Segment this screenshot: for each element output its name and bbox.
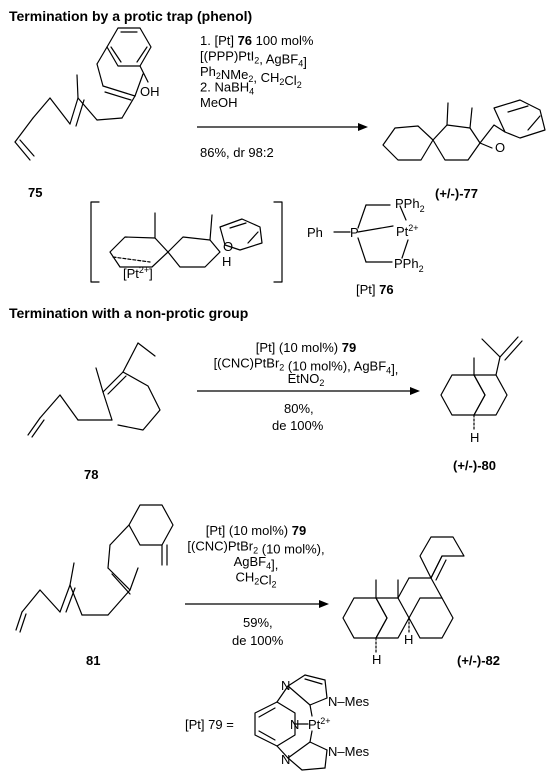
hydroxyl-label: OH: [140, 84, 160, 99]
cond2-line: [(CNC)PtBr2 (10 mol%), AgBF4],: [214, 356, 399, 377]
compound-82-h1-label: H: [404, 632, 413, 647]
phosphorus-label: P: [350, 225, 359, 240]
cond1-line: MeOH: [200, 95, 238, 110]
platinum-76-label: Pt2+: [396, 223, 419, 239]
section-title-non-protic: Termination with a non-protic group: [9, 305, 248, 321]
intermediate-h-label: H: [222, 254, 231, 269]
reaction3-conditions: [Pt] (10 mol%) 79[(CNC)PtBr2 (10 mol%),A…: [187, 523, 324, 590]
cond1-line: 1. [Pt] 76 100 mol%: [200, 33, 314, 48]
n-label-2: N: [281, 752, 290, 767]
n-label-1: N: [281, 678, 290, 693]
reaction2-yield-line1: 80%,: [284, 401, 314, 416]
reaction1-yield: 86%, dr 98:2: [200, 145, 274, 160]
reaction1-arrowhead: [358, 123, 368, 131]
reaction1-conditions: 1. [Pt] 76 100 mol%[(PPP)PtI2, AgBF4]Ph2…: [200, 33, 314, 110]
cond3-line: CH2Cl2: [235, 570, 276, 590]
reaction3-yield-line1: 59%,: [243, 615, 273, 630]
compound-80-h-label: H: [470, 430, 479, 445]
cond3-line: [(CNC)PtBr2 (10 mol%),: [187, 539, 324, 557]
phenyl-label: Ph: [307, 225, 323, 240]
cond2-line: [Pt] (10 mol%) 79: [256, 340, 356, 355]
catalyst-79-structure: N N–Mes N Pt2+ N N–Mes: [254, 674, 370, 771]
compound-75-structure: OH: [14, 27, 160, 161]
compound-77-structure: O: [382, 99, 546, 161]
platinum-79-label: Pt2+: [308, 716, 331, 732]
cond2-line: EtNO2: [288, 371, 325, 388]
mes-label-bottom: N–Mes: [328, 744, 370, 759]
catalyst-76-structure: Ph P Pt2+ PPh2 PPh2: [307, 196, 425, 274]
reaction2-yield-line2: de 100%: [272, 418, 324, 433]
compound-80-structure: H: [440, 336, 523, 445]
compound-75-label: 75: [28, 185, 42, 200]
reaction2-conditions: [Pt] (10 mol%) 79[(CNC)PtBr2 (10 mol%), …: [214, 340, 399, 388]
compound-78-label: 78: [84, 467, 98, 482]
ether-oxygen-label: O: [495, 140, 505, 155]
section-title-protic: Termination by a protic trap (phenol): [9, 8, 252, 24]
reaction3-yield-line2: de 100%: [232, 633, 284, 648]
compound-78-structure: [27, 342, 161, 438]
compound-82-structure: H H: [342, 536, 465, 667]
cation-intermediate: O H [Pt2+]: [90, 201, 283, 283]
compound-80-label: (+/-)-80: [453, 458, 496, 473]
compound-77-label: (+/-)-77: [435, 186, 478, 201]
cond3-line: [Pt] (10 mol%) 79: [206, 523, 306, 538]
catalyst-76-caption: [Pt] 76: [356, 282, 394, 297]
pph2-bottom-label: PPh2: [394, 256, 424, 274]
compound-81-structure: [15, 504, 174, 633]
compound-82-label: (+/-)-82: [457, 653, 500, 668]
reaction3-arrowhead: [319, 600, 329, 608]
compound-81-label: 81: [86, 653, 100, 668]
cond1-line: 2. NaBH4: [200, 80, 254, 97]
cond1-line: Ph2NMe2, CH2Cl2: [200, 64, 302, 90]
compound-82-h2-label: H: [372, 652, 381, 667]
intermediate-oxygen-label: O: [223, 239, 233, 254]
reaction2-arrowhead: [410, 387, 420, 395]
mes-label-top: N–Mes: [328, 694, 370, 709]
cond1-line: [(PPP)PtI2, AgBF4]: [200, 49, 307, 70]
catalyst-79-caption: [Pt] 79 =: [185, 717, 234, 732]
n-label-pyridine: N: [290, 717, 299, 732]
pph2-top-label: PPh2: [395, 196, 425, 214]
intermediate-pt-label: [Pt2+]: [123, 265, 153, 281]
cond3-line: AgBF4],: [234, 554, 279, 572]
